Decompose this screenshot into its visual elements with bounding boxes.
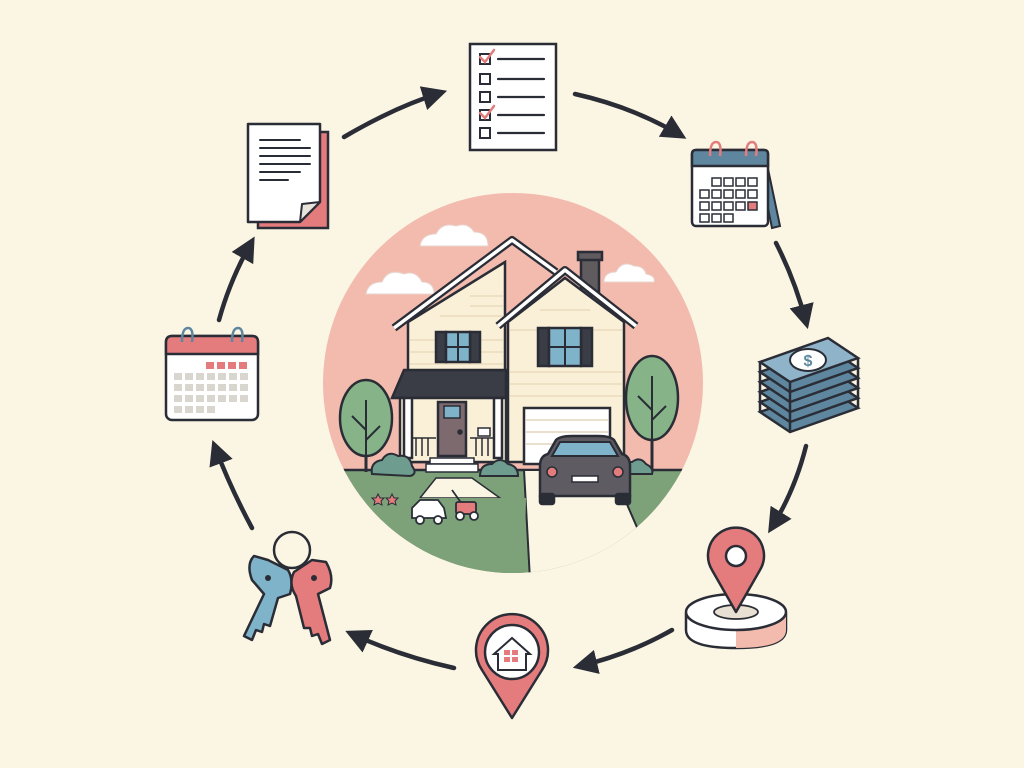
- arrow-money-to-pin: [768, 443, 809, 534]
- arrow-calendar-to-document: [216, 236, 255, 323]
- arrow-calendar-to-money: [773, 240, 814, 330]
- toy-car-icon: [411, 499, 448, 525]
- checklist-icon: [468, 42, 558, 152]
- home-location-pin-icon: [474, 612, 550, 720]
- arrow-keys-to-calendar: [209, 440, 255, 531]
- arrow-pin-to-home-pin: [572, 627, 675, 674]
- location-pin-platform-icon: [684, 526, 788, 650]
- keys-icon: [242, 530, 333, 646]
- arrow-document-to-checklist: [341, 86, 448, 140]
- lawnmower-icon: [451, 489, 479, 521]
- calendar-icon: [690, 140, 782, 230]
- car-icon: [538, 434, 632, 506]
- cycle-arrows: [209, 86, 814, 674]
- cloud-icon: [365, 224, 655, 295]
- tree-icon: [624, 354, 680, 472]
- center-house-scene: [323, 193, 703, 573]
- document-icon: [246, 122, 330, 230]
- tree-icon: [338, 378, 394, 472]
- calendar-icon: [164, 326, 260, 422]
- svg-text:$: $: [804, 353, 813, 370]
- arrow-checklist-to-calendar: [572, 91, 687, 139]
- house-icon: [390, 236, 639, 473]
- money-stack-icon: $: [757, 336, 861, 434]
- arrow-home-pin-to-keys: [345, 629, 457, 671]
- flower-icon: [370, 492, 400, 506]
